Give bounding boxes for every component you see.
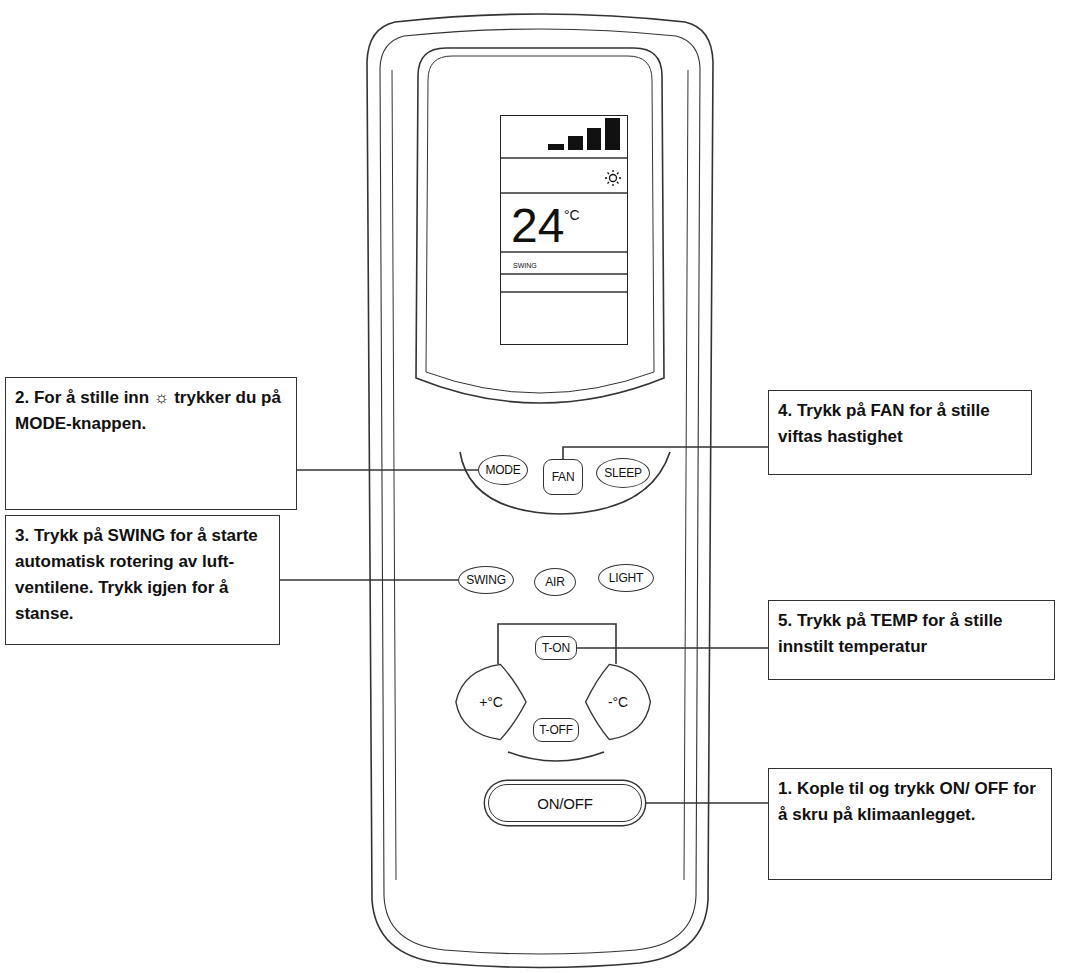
- leader-line: [577, 647, 768, 649]
- remote-side-line: [684, 70, 688, 880]
- power-button: ON/OFF: [488, 784, 642, 822]
- remote-button: MODE: [478, 455, 528, 485]
- button-outline: [586, 664, 651, 739]
- remote-button: AIR: [534, 568, 576, 596]
- lcd-separator: [500, 157, 628, 159]
- temp-button: +°C: [452, 662, 530, 742]
- button-label: T-ON: [542, 641, 570, 655]
- display-surround-inner: [426, 56, 654, 393]
- remote-housing: [367, 14, 713, 968]
- remote-inner-edge: [380, 29, 700, 954]
- lcd-separator: [500, 273, 628, 275]
- remote-button: LIGHT: [598, 564, 654, 592]
- callout-text: 1. Kople til og trykk ON/ OFF for å skru…: [778, 776, 1042, 828]
- button-label: -°C: [608, 694, 628, 710]
- signal-bars: [548, 118, 620, 150]
- swing-indicator: SWING: [513, 262, 537, 269]
- lcd-separator: [500, 251, 628, 253]
- button-label: MODE: [485, 463, 520, 477]
- temp-button: -°C: [582, 662, 654, 742]
- sun-icon: [605, 170, 621, 186]
- remote-button: T-OFF: [533, 718, 579, 742]
- button-label: AIR: [545, 575, 564, 589]
- lcd-separator: [500, 192, 628, 194]
- button-panel-curve: [460, 452, 670, 514]
- remote-button: T-ON: [535, 636, 577, 660]
- callout-box: 4. Trykk på FAN for å stille viftas hast…: [768, 390, 1032, 475]
- callout-box: 3. Trykk på SWING for å starte automatis…: [5, 515, 280, 645]
- button-label: SWING: [466, 573, 506, 587]
- callout-box: 5. Trykk på TEMP for å stille innstilt t…: [768, 600, 1055, 680]
- leader-line: [642, 802, 768, 804]
- leader-line: [297, 469, 478, 471]
- lcd-separator: [500, 291, 628, 293]
- remote-button: SWING: [458, 566, 514, 594]
- remote-button: FAN: [543, 459, 583, 495]
- remote-side-line: [392, 70, 396, 880]
- button-label: +°C: [479, 694, 502, 710]
- callout-box: 1. Kople til og trykk ON/ OFF for å skru…: [768, 768, 1052, 880]
- button-label: LIGHT: [609, 571, 643, 585]
- temperature-unit: °C: [564, 208, 580, 222]
- callout-box: 2. For å stille inn ☼ trykker du på MODE…: [5, 377, 297, 510]
- callout-text: 3. Trykk på SWING for å starte automatis…: [15, 523, 270, 627]
- button-label: FAN: [552, 470, 575, 484]
- callout-text: 4. Trykk på FAN for å stille viftas hast…: [778, 398, 1022, 450]
- remote-button: SLEEP: [596, 458, 650, 488]
- button-label: T-OFF: [539, 723, 573, 737]
- temperature-value: 24: [511, 202, 564, 250]
- callout-text: 5. Trykk på TEMP for å stille innstilt t…: [778, 608, 1045, 660]
- temp-panel-outline: [508, 752, 604, 761]
- display-surround: [416, 48, 664, 403]
- callout-text: 2. For å stille inn ☼ trykker du på MODE…: [15, 385, 287, 437]
- temp-panel-outline: [498, 624, 616, 664]
- button-outline: [456, 664, 526, 739]
- leader-line: [280, 579, 458, 581]
- button-label: SLEEP: [604, 466, 642, 480]
- leader-line: [563, 447, 768, 459]
- lcd-display: 24°C SWING: [500, 115, 628, 345]
- button-label: ON/OFF: [537, 795, 592, 812]
